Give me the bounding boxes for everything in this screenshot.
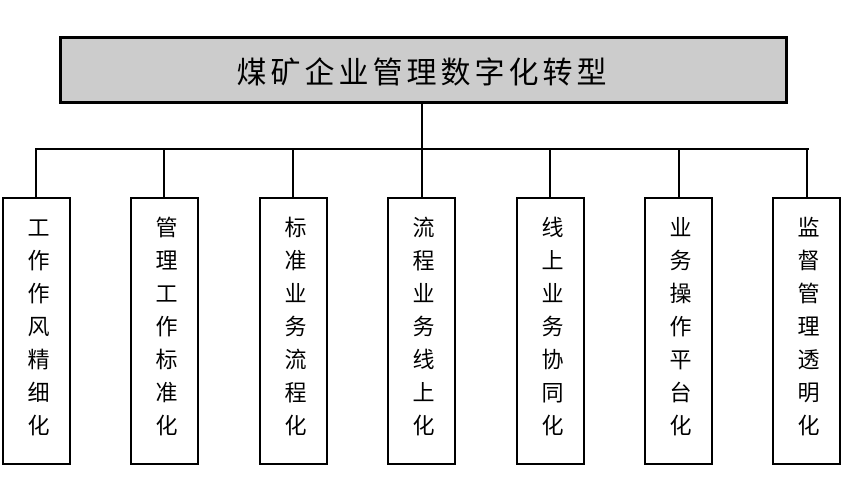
connector-drop-3 (292, 150, 294, 197)
branch-node-3-label: 标准业务流程化 (281, 215, 307, 447)
branch-node-5-label: 线上业务协同化 (538, 215, 564, 447)
branch-node-1-label: 工作作风精细化 (24, 215, 50, 447)
branch-node-7: 监督管理透明化 (772, 197, 841, 465)
branch-node-1: 工作作风精细化 (2, 197, 71, 465)
branch-node-7-label: 监督管理透明化 (794, 215, 820, 447)
root-node: 煤矿企业管理数字化转型 (59, 36, 788, 104)
branch-node-2-label: 管理工作标准化 (152, 215, 178, 447)
connector-drop-6 (678, 150, 680, 197)
connector-horizontal-bar (35, 148, 809, 150)
root-node-label: 煤矿企业管理数字化转型 (236, 57, 611, 90)
branch-node-4: 流程业务线上化 (387, 197, 456, 465)
connector-drop-4 (421, 150, 423, 197)
connector-drop-5 (549, 150, 551, 197)
connector-drop-7 (806, 150, 808, 197)
branch-node-5: 线上业务协同化 (516, 197, 585, 465)
connector-drop-2 (163, 150, 165, 197)
branch-node-2: 管理工作标准化 (130, 197, 199, 465)
branch-node-4-label: 流程业务线上化 (409, 215, 435, 447)
branch-node-6-label: 业务操作平台化 (666, 215, 692, 447)
branch-node-6: 业务操作平台化 (644, 197, 713, 465)
branch-node-3: 标准业务流程化 (259, 197, 328, 465)
connector-stem (421, 104, 423, 149)
connector-drop-1 (35, 150, 37, 197)
